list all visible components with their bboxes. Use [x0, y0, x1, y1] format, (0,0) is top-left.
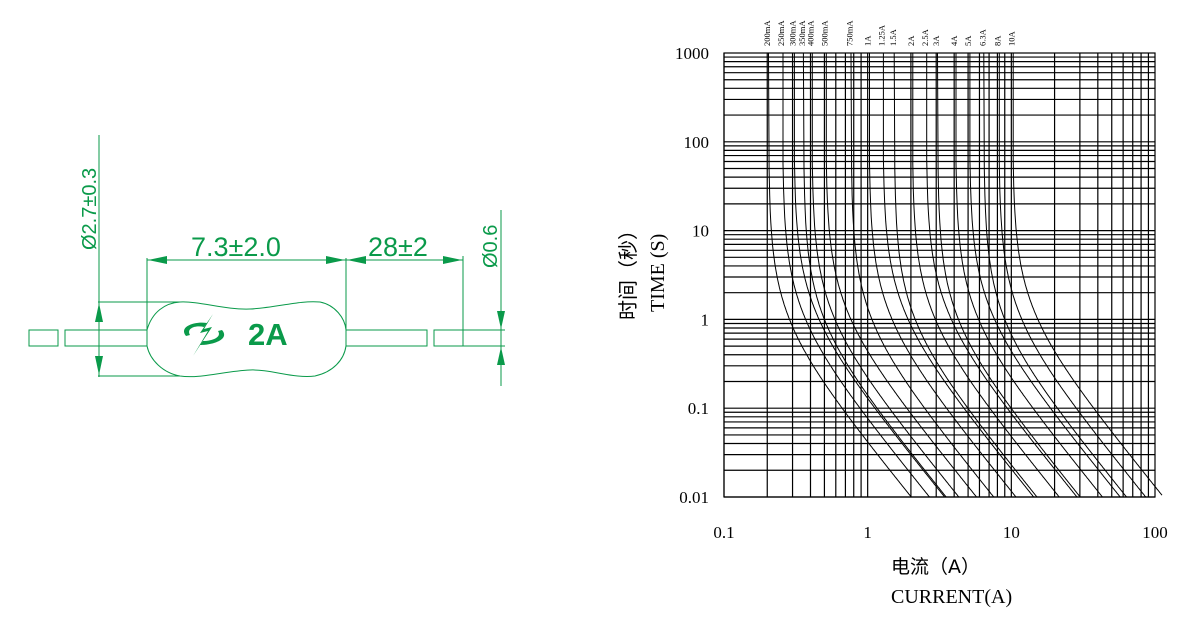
- lightning-swirl-icon: [184, 314, 225, 356]
- curve-300mA: [793, 53, 946, 498]
- curve-200mA: [768, 53, 912, 498]
- curve-400mA: [811, 53, 960, 498]
- plot-frame: [723, 52, 1156, 498]
- y-axis-label-cn: 时间（秒）: [616, 220, 640, 320]
- curve-2.5A: [926, 53, 1078, 498]
- dim-lead-diameter: Ø0.6: [480, 225, 502, 268]
- x-axis-label: CURRENT(A): [891, 586, 1012, 608]
- series-label: 400mA: [806, 20, 816, 46]
- lead-right: [345, 329, 428, 347]
- arrow-icon: [95, 303, 103, 322]
- lead-left-stub: [28, 329, 59, 347]
- arrow-icon: [148, 256, 167, 264]
- series-label: 8A: [992, 35, 1002, 46]
- y-tick-label: 0.1: [688, 399, 709, 418]
- lead-right-stub: [433, 329, 464, 347]
- series-label: 2.5A: [920, 28, 930, 46]
- curve-1.25A: [882, 53, 1035, 498]
- dim-lead-length: 28±2: [368, 232, 428, 262]
- y-axis-label: TIME (S): [647, 234, 669, 312]
- y-tick-label: 0.01: [679, 488, 709, 507]
- series-label: 3A: [931, 35, 941, 46]
- curve-1A: [869, 53, 1017, 498]
- series-label: 300mA: [788, 20, 798, 46]
- curve-5A: [969, 53, 1121, 498]
- curve-350mA: [802, 53, 947, 498]
- series-label: 4A: [949, 35, 959, 46]
- x-tick-label: 0.1: [713, 523, 734, 542]
- series-label: 5A: [963, 35, 973, 46]
- series-label: 350mA: [797, 20, 807, 46]
- chart-curves: [768, 53, 1163, 498]
- y-tick-label: 1: [701, 310, 710, 329]
- series-label: 1.5A: [888, 28, 898, 46]
- y-tick-label: 100: [684, 133, 710, 152]
- fuse-body: [146, 301, 347, 378]
- series-label: 200mA: [762, 20, 772, 46]
- curve-500mA: [825, 53, 978, 498]
- series-label: 1.25A: [877, 24, 887, 46]
- arrow-icon: [497, 347, 505, 365]
- lead-left: [64, 329, 148, 347]
- curve-4A: [955, 53, 1103, 498]
- dim-body-length: 7.3±2.0: [191, 232, 281, 262]
- x-tick-label: 1: [863, 523, 872, 542]
- y-tick-label: 1000: [675, 44, 709, 63]
- curve-250mA: [782, 53, 930, 498]
- series-label: 750mA: [845, 20, 855, 46]
- curve-10A: [1012, 53, 1163, 496]
- fuse-dimension-drawing: 2A 7.3±2.0 28±2 Ø2.7±0.3 Ø0.6: [28, 135, 505, 386]
- series-label: 2A: [906, 35, 916, 46]
- series-label: 1A: [863, 35, 873, 46]
- body-marking: 2A: [248, 317, 288, 352]
- x-tick-label: 10: [1003, 523, 1020, 542]
- x-axis-ticks: 0.1 1 10 100: [713, 523, 1167, 542]
- curve-750mA: [850, 53, 995, 498]
- arrow-icon: [95, 356, 103, 375]
- y-axis-ticks: 1000 100 10 1 0.1 0.01: [675, 44, 709, 507]
- chart-grid: [723, 52, 1156, 498]
- curve-1.5A: [893, 53, 1038, 498]
- curve-8A: [998, 53, 1147, 498]
- arrow-icon: [326, 256, 345, 264]
- x-tick-label: 100: [1142, 523, 1168, 542]
- arrow-icon: [347, 256, 366, 264]
- y-tick-label: 10: [692, 222, 709, 241]
- curve-3A: [937, 53, 1081, 498]
- arrow-icon: [497, 311, 505, 329]
- x-axis-label-cn: 电流（A）: [891, 556, 980, 578]
- curve-6.3A: [983, 53, 1128, 498]
- series-label: 10A: [1006, 31, 1016, 47]
- dim-body-diameter: Ø2.7±0.3: [79, 168, 101, 250]
- series-label: 500mA: [819, 20, 829, 46]
- series-label: 6.3A: [978, 28, 988, 46]
- curve-2A: [912, 53, 1060, 498]
- arrow-icon: [443, 256, 462, 264]
- series-label: 250mA: [776, 20, 786, 46]
